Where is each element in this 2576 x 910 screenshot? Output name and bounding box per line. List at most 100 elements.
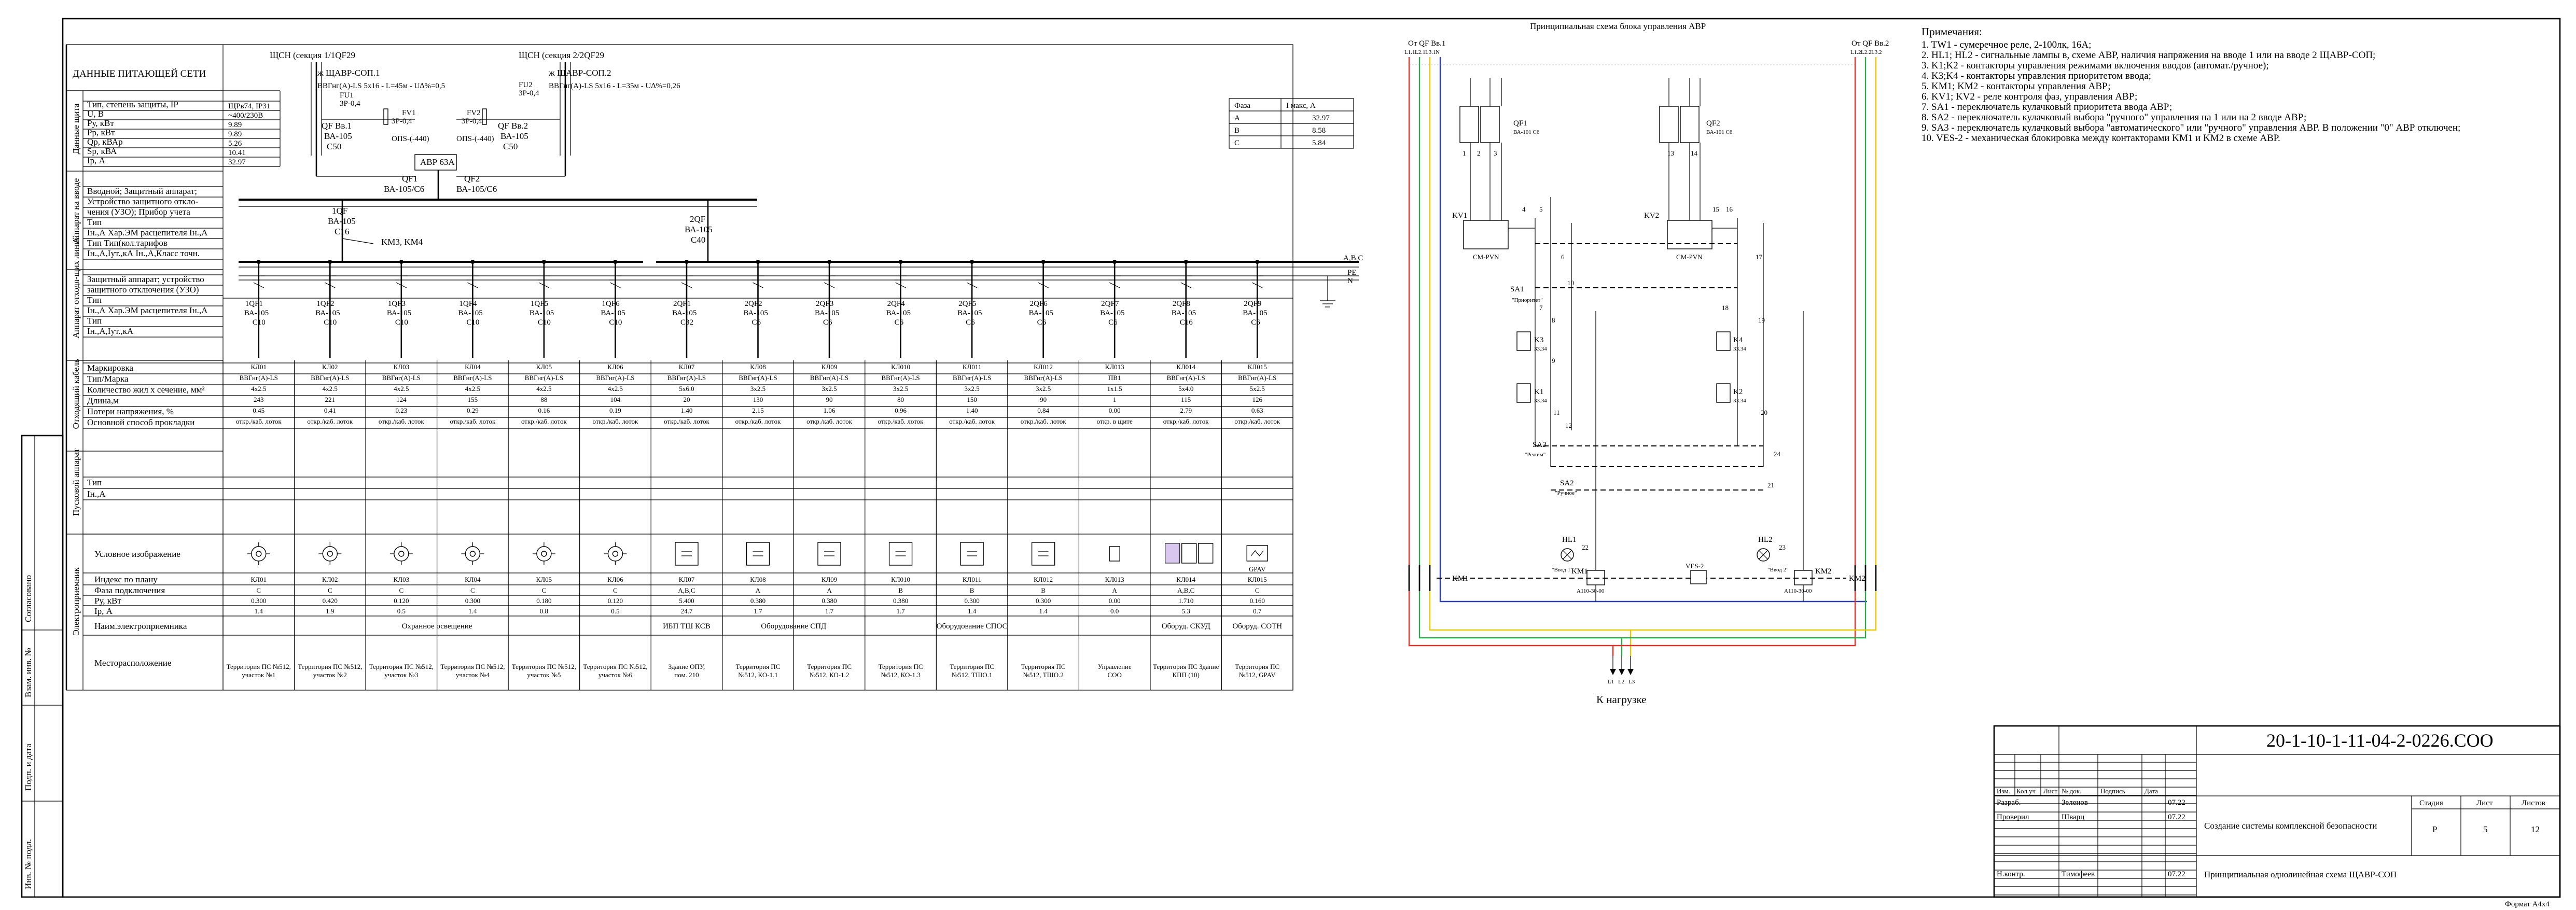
note-item: 3. K1;K2 - контакторы управления режимам… [1921,60,2269,71]
hl2: HL2 [1758,536,1773,544]
cable-mark: КЛ02 [322,363,338,371]
kv1: KV1 [1452,212,1467,220]
avr-in2-l2: L2.2 [1861,49,1871,55]
cable-cable: ВВГнг(А)-LS [240,374,278,382]
feed2-cable: ВВГнг(А)-LS 5х16 - L=35м - U∆%=0,26 [549,82,680,90]
cable-len: 20 [683,396,690,403]
circuit-breaker-name: 1QF1 [245,300,263,308]
load-location: пом. 210 [674,671,699,679]
k3-type: 33.34 [1534,346,1547,352]
sheet-header: Лист [2476,799,2493,807]
net-rows-label: Ру, кВт [87,118,114,128]
cable-len: 130 [753,396,763,403]
feed2-fv-type: ОПS-(-440) [456,135,494,143]
load-location: КПП (10) [1173,671,1200,679]
phase-c: С [1234,139,1240,147]
circuit-breaker-name: 1QF3 [388,300,406,308]
circuit-breaker-rating: С6 [1251,318,1260,327]
stamp-inv-no: Инв. № подл. [23,839,33,889]
stamp-date: 07.22 [2168,870,2185,878]
out-l3: L3 [1628,679,1635,685]
in-rows-label: Тип Тип(кол.тарифов [87,238,168,248]
consumer-group-label: Оборудование СПОС [937,622,1008,631]
load-location: №512, КО-1.1 [738,671,778,679]
stamp-date: 07.22 [2168,799,2185,807]
cable-sec: 3х2.5 [964,385,979,393]
cable-len: 88 [540,396,547,403]
consumer-group-label: Охранное освещение [402,622,472,631]
load-ph: С [542,586,547,594]
cable-mark: КЛ03 [394,363,410,371]
network-section-title: ДАННЫЕ ПИТАЮЩЕЙ СЕТИ [73,68,206,79]
cable-loss: 0.45 [253,407,264,414]
circuit-breaker-name: 2QF4 [887,300,906,308]
load-idx: КЛ04 [465,576,481,583]
circuit-breaker-name: 1QF2 [316,300,334,308]
circuit-breaker-name: 2QF2 [745,300,762,308]
circuit-2QF8: 2QF8ВА-105С16КЛ014ВВГнг(А)-LS5х4.01152.7… [1150,260,1219,690]
load-location: участок №1 [242,671,275,679]
load-location: Территория ПС [807,663,852,670]
circuit-breaker-name: 2QF5 [958,300,976,308]
cable-mark: КЛ01 [251,363,267,371]
circuit-breaker-name: 2QF1 [673,300,691,308]
note-item: 5. KM1; KM2 - контакторы управления АВР; [1921,81,2111,92]
cable-lay: откр./каб. лоток [1234,417,1280,425]
load-location: Территория ПС №512, [369,663,434,670]
consumer-groups: Охранное освещение ИБП ТШ КСВ Оборудование… [222,616,1282,635]
load-location: участок №3 [384,671,418,679]
circuit-breaker-name: 2QF7 [1101,300,1119,308]
avr-qf1: QF1 [402,174,417,184]
circuit-1QF3: 1QF3ВА-105С10КЛ03ВВГнг(А)-LS4х2.51240.23… [365,260,434,690]
stamp-header: Дата [2145,787,2158,795]
load-ir: 1.4 [968,607,977,615]
feed2-qf-type: ВА-105 [500,131,528,141]
feed1-qf-rating: С50 [327,142,341,151]
load-pu: 0.380 [893,597,908,605]
load-location: участок №5 [527,671,561,679]
consumer-group-label: ИБП ТШ КСВ [663,622,711,631]
circuit-1QF2: 1QF2ВА-105С10КЛ02ВВГнг(А)-LS4х2.52210.41… [294,260,362,690]
consumer-group-label: Оборуд. СКУД [1162,622,1210,631]
circuit-breaker-rating: С32 [680,318,693,327]
k1-type: 33.34 [1534,398,1547,404]
load-pu: 0.300 [465,597,480,605]
net-rows-label: Qр, кВАр [87,137,123,147]
sheets-header: Листов [2522,799,2545,807]
km2-main: KM2 [1849,575,1865,583]
stamp-title-1: Создание системы комплексной безопасност… [2204,821,2377,831]
consumer-group-label: Оборудование СПД [761,622,826,631]
load-row-label: Индекс по плану [94,575,158,584]
feed1-fv-rating: 3Р-0,4 [392,117,412,125]
load-ph: А [1112,586,1117,594]
load-location: Управление [1098,663,1132,670]
mechanical-interlock: VES-2 [1437,243,1846,584]
sa2: SA2 [1560,479,1574,487]
load-ph: С [256,586,261,594]
load-ph: А,В,С [678,586,695,594]
load-ir: 1.7 [896,607,905,615]
load-row-label: Фаза подключения [94,585,165,595]
cab-rows-label: Длина,м [87,396,119,405]
cable-lay: откр. в щите [1097,417,1133,425]
outgoing-circuits: 1QF1ВА-105С10КЛ01ВВГнг(А)-LS4х2.52430.45… [222,260,1293,690]
net-rows-label: Iр, А [87,156,106,165]
circuit-breaker-rating: С6 [1037,318,1047,327]
cable-mark: КЛ010 [891,363,910,371]
control-circuit-1: QF1 ВА-101 С6 KV1 CM-PVN SA1 "Приоритет"… [1408,78,1605,601]
stamp-agreed: Согласовано [23,575,33,622]
load-idx: КЛ013 [1105,576,1124,583]
load-idx: КЛ010 [891,576,910,583]
circuit-breaker-name: 1QF6 [602,300,620,308]
sa1: SA1 [1510,285,1524,293]
load-ir: 1.4 [468,607,477,615]
cable-cable: ВВГнг(А)-LS [667,374,706,382]
cable-sec: 3х2.5 [893,385,908,393]
circuit-breaker-rating: С10 [395,318,408,327]
input-breaker-1: 1QF ВА-105 С16 KM3, KM4 [328,200,423,262]
load-idx: КЛ07 [679,576,695,583]
load-idx: КЛ02 [322,576,338,583]
